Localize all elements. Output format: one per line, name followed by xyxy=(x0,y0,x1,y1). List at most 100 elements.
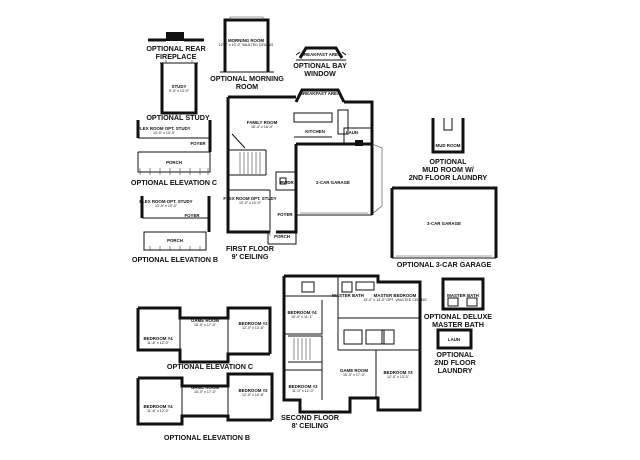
caption-optional-mud-room: OPTIONAL MUD ROOM W/ 2ND FLOOR LAUNDRY xyxy=(409,158,487,182)
room-label-porch-c: PORCH xyxy=(166,160,182,165)
room-label-study: STUDY 9'-0" x 13'-0" xyxy=(169,84,189,93)
room-name: STUDY xyxy=(171,84,187,89)
room-dimensions: 9'-0" x 13'-0" xyxy=(168,89,190,93)
caption-line: 9' CEILING xyxy=(231,252,269,261)
caption-line: 2ND FLOOR xyxy=(434,358,476,367)
first-floor-drawing xyxy=(226,88,383,245)
room-dimensions: 12'-0" x 10'-0" VAULTED CEILING xyxy=(218,43,274,47)
caption-line: OPTIONAL DELUXE xyxy=(423,312,493,321)
room-label-flex-b: FLEX ROOM OPT. STUDY 13'-0" x 10'-0" xyxy=(139,199,192,208)
caption-line: MASTER BATH xyxy=(432,320,484,329)
caption-line: FIREPLACE xyxy=(155,52,197,61)
room-name: GAME ROOM xyxy=(190,318,220,323)
room-name: GAME ROOM xyxy=(339,368,369,373)
room-name: FLEX ROOM OPT. STUDY xyxy=(223,196,277,201)
room-label-c-game-room: GAME ROOM 15'-0" x 17'-0" xyxy=(191,318,219,327)
room-label-c-bedroom-2: BEDROOM #2 12'-0" x 13'-6" xyxy=(238,321,267,330)
room-label-laun: LAUN xyxy=(345,130,359,135)
room-name: BEDROOM #2 xyxy=(288,384,318,389)
room-name: MORNING ROOM xyxy=(227,38,265,43)
room-label-foyer-b: FOYER xyxy=(184,213,200,218)
room-label-laun-opt: LAUN xyxy=(447,337,461,342)
room-name: BEDROOM #3 xyxy=(383,370,413,375)
optional-2nd-floor-laundry-drawing xyxy=(436,328,473,350)
room-label-porch-main: PORCH xyxy=(274,234,290,239)
room-dimensions: 11'-6" x 12'-0" xyxy=(147,409,169,413)
caption-second-floor: SECOND FLOOR 8' CEILING xyxy=(281,414,339,430)
caption-optional-study: OPTIONAL STUDY xyxy=(146,113,210,122)
caption-line: 8' CEILING xyxy=(291,421,329,430)
room-dimensions: 15'-0" x 17'-0" xyxy=(193,390,217,394)
caption-line: SECOND FLOOR xyxy=(281,413,339,422)
room-dimensions: 10'-0" x 11'-1" xyxy=(291,315,313,319)
room-label-three-car-garage: 3-CAR GARAGE xyxy=(427,221,461,226)
room-name: FLEX ROOM OPT. STUDY xyxy=(137,126,191,131)
optional-mud-room-drawing xyxy=(431,118,465,154)
room-label-b-bedroom-2: BEDROOM #2 12'-0" x 10'-6" xyxy=(238,388,267,397)
room-label-breakfast: BREAKFAST AREA xyxy=(299,91,341,96)
room-name: BEDROOM #4 xyxy=(143,404,173,409)
caption-line: ROOM xyxy=(235,82,259,91)
room-label-foyer-c: FOYER xyxy=(190,141,206,146)
room-name: GAME ROOM xyxy=(190,385,220,390)
room-label-bedroom-2: BEDROOM #2 11'-0" x 12'-0" xyxy=(288,384,317,393)
room-label-b-bedroom-4: BEDROOM #4 11'-6" x 12'-0" xyxy=(143,404,172,413)
room-dimensions: 11'-6" x 12'-0" xyxy=(147,341,169,345)
room-dimensions: 12'-0" x 13'-6" xyxy=(241,326,265,330)
caption-optional-deluxe-master-bath: OPTIONAL DELUXE MASTER BATH xyxy=(424,313,492,329)
room-dimensions: 12'-0" x 10'-6" xyxy=(241,393,265,397)
room-name: BEDROOM #2 xyxy=(238,388,268,393)
room-dimensions: 15'-0" x 17'-0" xyxy=(342,373,366,377)
caption-first-floor: FIRST FLOOR 9' CEILING xyxy=(226,245,274,261)
optional-elevation-c-first-drawing xyxy=(136,120,212,175)
room-dimensions: 13'-0" x 10'-0" xyxy=(238,201,262,205)
caption-optional-elevation-b-second: OPTIONAL ELEVATION B xyxy=(163,433,251,442)
caption-optional-rear-fireplace: OPTIONAL REAR FIREPLACE xyxy=(146,45,205,61)
caption-optional-bay-window: OPTIONAL BAY WINDOW xyxy=(293,62,347,78)
room-label-bedroom-3: BEDROOM #3 12'-0" x 13'-0" xyxy=(383,370,412,379)
room-name: FLEX ROOM OPT. STUDY xyxy=(139,199,193,204)
optional-bay-window-drawing xyxy=(295,46,347,61)
caption-line: 2ND FLOOR LAUNDRY xyxy=(408,173,488,182)
room-name: BEDROOM #2 xyxy=(238,321,268,326)
optional-morning-room-drawing xyxy=(220,16,274,73)
room-label-c-bedroom-4: BEDROOM #4 11'-6" x 12'-0" xyxy=(143,336,172,345)
optional-3-car-garage-drawing xyxy=(390,186,498,259)
optional-elevation-b-second-drawing xyxy=(136,372,274,426)
caption-line: WINDOW xyxy=(304,69,336,78)
room-dimensions: 13'-0" x 10'-0" xyxy=(152,131,176,135)
room-label-foyer-main: FOYER xyxy=(277,212,293,217)
caption-line: OPTIONAL BAY xyxy=(293,61,347,70)
optional-elevation-c-second-drawing xyxy=(136,306,272,364)
room-name: BEDROOM #4 xyxy=(143,336,173,341)
caption-optional-elevation-b: OPTIONAL ELEVATION B xyxy=(131,255,219,264)
room-label-family-room: FAMILY ROOM 18'-4" x 16'-4" xyxy=(247,120,278,129)
room-label-master-bath: MASTER BATH xyxy=(332,293,364,298)
room-dimensions: 18'-4" x 16'-4" xyxy=(250,125,274,129)
room-label-pwdr: PWDR xyxy=(280,180,294,185)
room-label-master-bedroom: MASTER BEDROOM 15'-0" x 14'-0" OPT. VAUL… xyxy=(363,293,427,302)
optional-elevation-b-first-drawing xyxy=(140,196,211,251)
caption-line: LAUNDRY xyxy=(437,366,473,375)
room-label-flex-c: FLEX ROOM OPT. STUDY 13'-0" x 10'-0" xyxy=(137,126,190,135)
room-dimensions: 15'-0" x 14'-0" OPT. VAULTED CEILING xyxy=(363,298,427,302)
room-dimensions: 13'-0" x 10'-0" xyxy=(154,204,178,208)
optional-deluxe-master-bath-drawing xyxy=(441,277,485,311)
room-dimensions: 15'-0" x 17'-0" xyxy=(193,323,217,327)
room-label-bedroom-4: BEDROOM #4 10'-0" x 11'-1" xyxy=(287,310,316,319)
optional-rear-fireplace-drawing xyxy=(148,32,204,42)
caption-optional-morning-room: OPTIONAL MORNING ROOM xyxy=(210,75,284,91)
room-label-porch-b: PORCH xyxy=(167,238,183,243)
room-label-master-bath-opt: MASTER BATH xyxy=(447,293,479,298)
room-dimensions: 12'-0" x 13'-0" xyxy=(386,375,410,379)
room-label-game-room: GAME ROOM 15'-0" x 17'-0" xyxy=(340,368,368,377)
room-name: FAMILY ROOM xyxy=(246,120,278,125)
caption-line: OPTIONAL MORNING xyxy=(210,74,284,83)
second-floor-drawing xyxy=(282,274,422,414)
caption-optional-2nd-floor-laundry: OPTIONAL 2ND FLOOR LAUNDRY xyxy=(434,351,476,375)
room-label-two-car-garage: 2-CAR GARAGE xyxy=(316,180,350,185)
room-label-flex-main: FLEX ROOM OPT. STUDY 13'-0" x 10'-0" xyxy=(223,196,276,205)
room-name: BEDROOM #4 xyxy=(287,310,317,315)
